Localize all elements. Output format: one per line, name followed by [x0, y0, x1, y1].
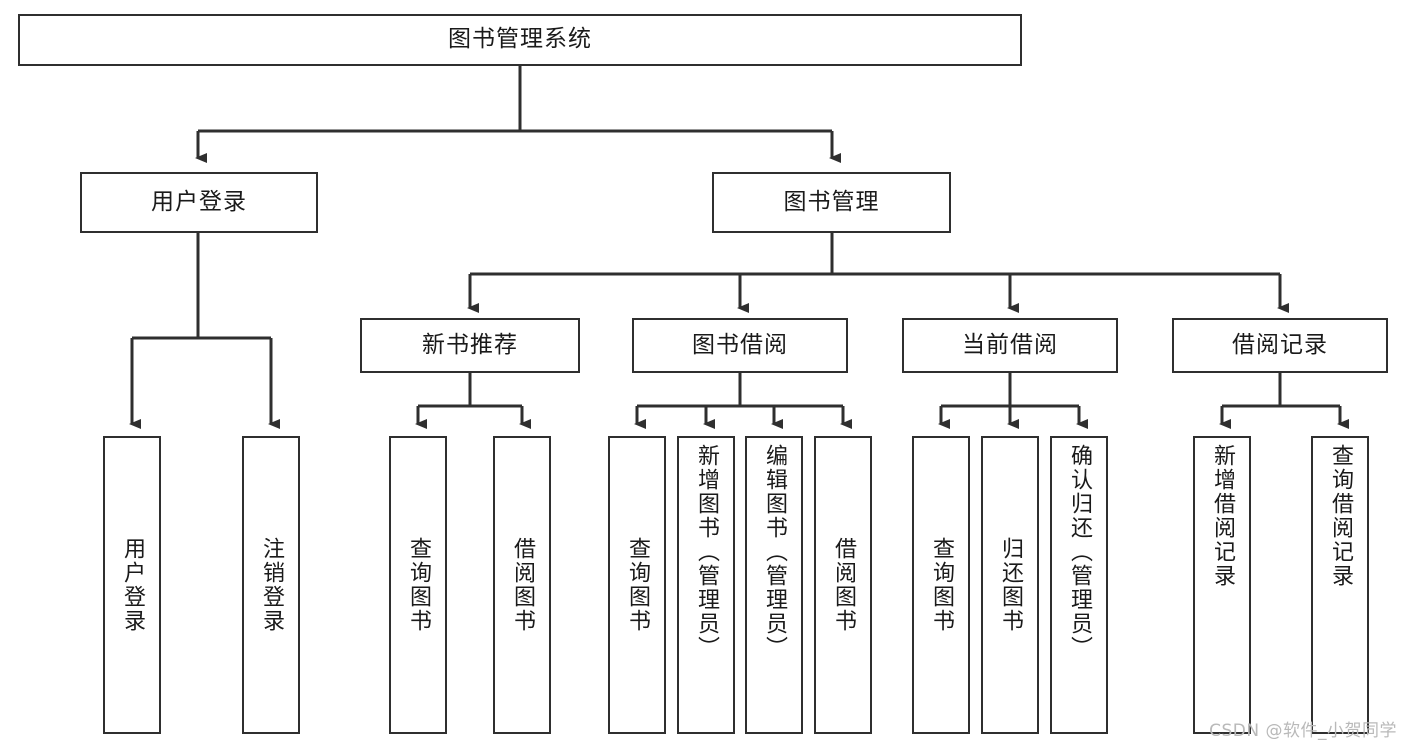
node-leaf-add-record[interactable]: 新增借阅记录 [1193, 436, 1251, 734]
node-leaf-query-record[interactable]: 查询借阅记录 [1311, 436, 1369, 734]
node-root-label: 图书管理系统 [448, 26, 592, 53]
node-leaf-confirm-return[interactable]: 确认归还（管理员） [1050, 436, 1108, 734]
node-leaf-add-book[interactable]: 新增图书（管理员） [677, 436, 735, 734]
node-book-manage[interactable]: 图书管理 [712, 172, 951, 233]
node-leaf-query-book-3-label: 查询图书 [928, 537, 954, 633]
node-leaf-return-book-label: 归还图书 [997, 537, 1023, 633]
node-leaf-query-book-2[interactable]: 查询图书 [608, 436, 666, 734]
node-leaf-borrow-book-1[interactable]: 借阅图书 [493, 436, 551, 734]
node-borrow-record[interactable]: 借阅记录 [1172, 318, 1388, 373]
node-leaf-edit-book[interactable]: 编辑图书（管理员） [745, 436, 803, 734]
node-leaf-borrow-book-1-label: 借阅图书 [509, 537, 535, 633]
node-leaf-return-book[interactable]: 归还图书 [981, 436, 1039, 734]
node-leaf-borrow-book-2-label: 借阅图书 [830, 537, 856, 633]
node-leaf-query-book-1[interactable]: 查询图书 [389, 436, 447, 734]
node-leaf-add-book-label: 新增图书（管理员） [693, 444, 719, 660]
node-leaf-edit-book-label: 编辑图书（管理员） [761, 444, 787, 660]
node-current-borrow[interactable]: 当前借阅 [902, 318, 1118, 373]
node-leaf-borrow-book-2[interactable]: 借阅图书 [814, 436, 872, 734]
node-new-book-recommend[interactable]: 新书推荐 [360, 318, 580, 373]
node-leaf-logout-label: 注销登录 [258, 537, 284, 633]
watermark: CSDN @软件_小贺同学 [1209, 721, 1397, 741]
node-new-book-recommend-label: 新书推荐 [422, 331, 518, 358]
node-book-borrow-label: 图书借阅 [692, 331, 788, 358]
node-leaf-query-book-2-label: 查询图书 [624, 537, 650, 633]
node-book-manage-label: 图书管理 [783, 188, 880, 215]
node-leaf-query-book-3[interactable]: 查询图书 [912, 436, 970, 734]
node-leaf-add-record-label: 新增借阅记录 [1209, 444, 1235, 588]
node-leaf-query-record-label: 查询借阅记录 [1327, 444, 1353, 588]
node-leaf-logout[interactable]: 注销登录 [242, 436, 300, 734]
node-leaf-user-login-label: 用户登录 [119, 537, 145, 633]
node-root[interactable]: 图书管理系统 [18, 14, 1022, 66]
node-current-borrow-label: 当前借阅 [962, 331, 1058, 358]
node-user-login[interactable]: 用户登录 [80, 172, 318, 233]
node-leaf-confirm-return-label: 确认归还（管理员） [1066, 444, 1092, 660]
node-user-login-label: 用户登录 [151, 188, 247, 215]
node-leaf-query-book-1-label: 查询图书 [405, 537, 431, 633]
node-borrow-record-label: 借阅记录 [1232, 331, 1328, 358]
node-leaf-user-login[interactable]: 用户登录 [103, 436, 161, 734]
node-book-borrow[interactable]: 图书借阅 [632, 318, 848, 373]
